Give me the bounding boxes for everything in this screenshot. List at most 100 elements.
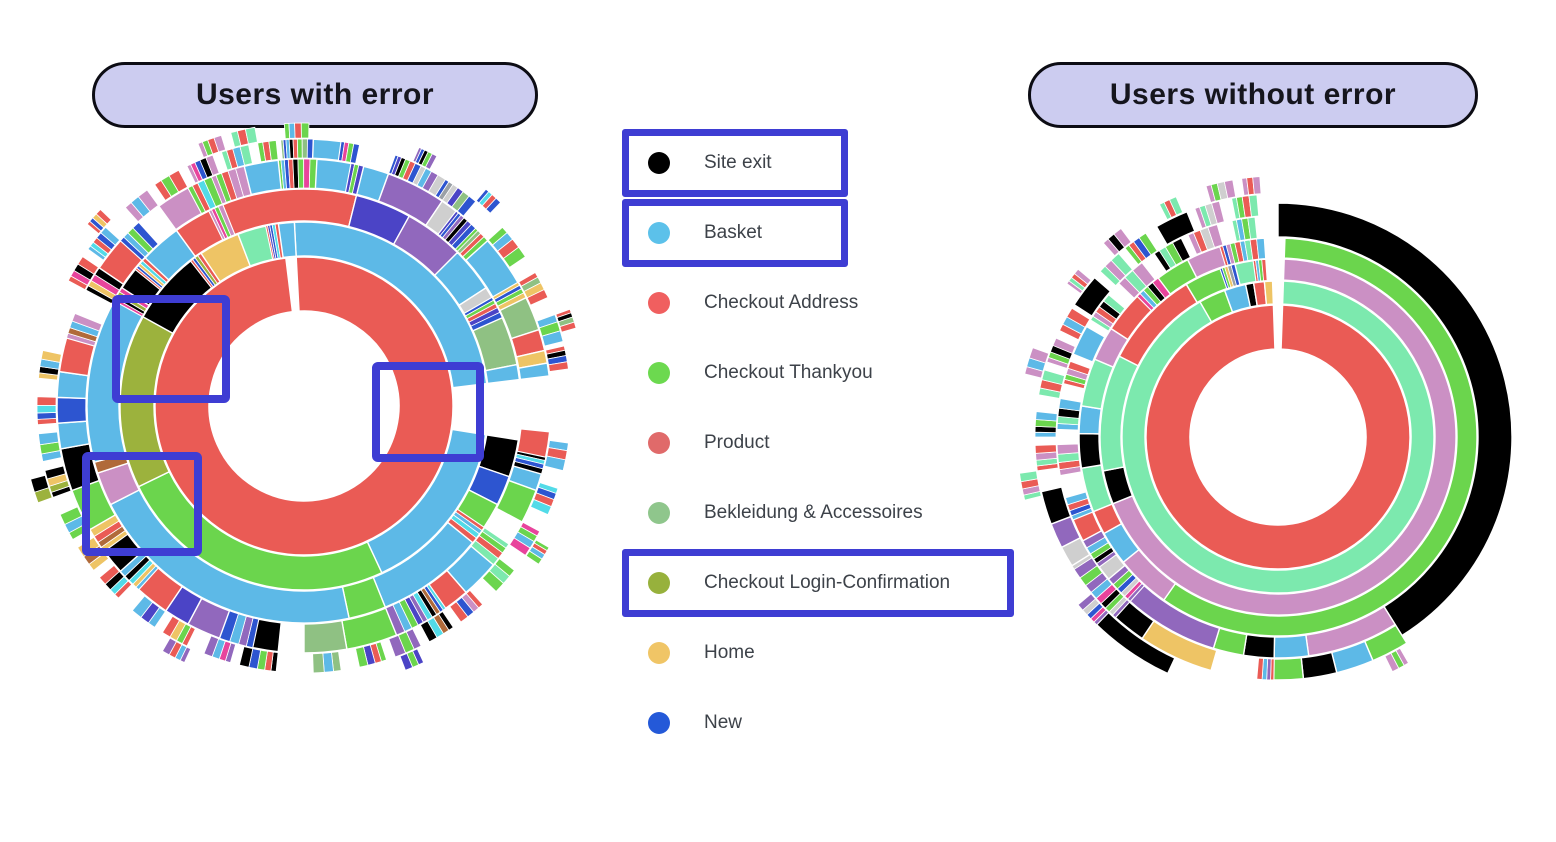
- users-without-error-segment[interactable]: [1019, 470, 1039, 483]
- users-without-error-segment[interactable]: [1072, 325, 1106, 363]
- users-with-error-segment[interactable]: [517, 362, 550, 381]
- legend-item-bekleidung-accessoires[interactable]: Bekleidung & Accessoires: [622, 478, 1042, 548]
- users-without-error-segment[interactable]: [1121, 280, 1435, 594]
- users-without-error-segment[interactable]: [1207, 224, 1224, 248]
- users-with-error-segment[interactable]: [30, 474, 50, 493]
- users-without-error-segment[interactable]: [1058, 398, 1082, 412]
- users-with-error-segment[interactable]: [301, 138, 308, 159]
- users-with-error-segment[interactable]: [424, 153, 438, 170]
- users-without-error-segment[interactable]: [1110, 253, 1133, 277]
- users-with-error-segment[interactable]: [288, 122, 296, 139]
- users-without-error-segment[interactable]: [1052, 337, 1076, 354]
- users-without-error-segment[interactable]: [1168, 196, 1184, 216]
- users-with-error-segment[interactable]: [484, 363, 521, 385]
- users-without-error-segment[interactable]: [1256, 657, 1264, 680]
- sunburst-users-without-error[interactable]: [1013, 172, 1543, 702]
- users-with-error-segment[interactable]: [244, 126, 258, 145]
- users-with-error-segment[interactable]: [137, 189, 159, 213]
- users-without-error-segment[interactable]: [1035, 411, 1058, 422]
- users-with-error-segment[interactable]: [502, 246, 526, 268]
- legend-item-checkout-address[interactable]: Checkout Address: [622, 268, 1042, 338]
- users-with-error-segment[interactable]: [168, 169, 189, 193]
- users-without-error-segment[interactable]: [1247, 216, 1258, 240]
- users-with-error-segment[interactable]: [38, 431, 60, 446]
- users-with-error-segment[interactable]: [296, 138, 303, 159]
- users-without-error-segment[interactable]: [1248, 194, 1260, 218]
- users-with-error-segment[interactable]: [311, 138, 342, 162]
- users-with-error-segment[interactable]: [203, 635, 220, 658]
- legend-item-home[interactable]: Home: [622, 618, 1042, 688]
- users-with-error-segment[interactable]: [205, 154, 220, 176]
- users-without-error-segment[interactable]: [1066, 307, 1091, 328]
- users-without-error-segment[interactable]: [1073, 276, 1112, 318]
- users-with-error-segment[interactable]: [243, 159, 282, 196]
- users-without-error-segment[interactable]: [1103, 294, 1126, 315]
- users-without-error-segment[interactable]: [1040, 486, 1072, 525]
- users-with-error-segment[interactable]: [71, 312, 103, 332]
- users-with-error-segment[interactable]: [456, 195, 477, 217]
- users-with-error-segment[interactable]: [268, 140, 279, 161]
- users-with-error-segment[interactable]: [314, 158, 352, 193]
- users-with-error-segment[interactable]: [59, 506, 83, 526]
- users-without-error-segment[interactable]: [1242, 633, 1276, 659]
- users-without-error-segment[interactable]: [1113, 228, 1132, 248]
- legend-item-basket[interactable]: Basket: [622, 198, 1042, 268]
- users-with-error-segment[interactable]: [530, 498, 552, 516]
- users-with-error-segment[interactable]: [485, 197, 502, 214]
- users-with-error-segment[interactable]: [132, 221, 159, 250]
- users-without-error-segment[interactable]: [1065, 491, 1089, 506]
- users-with-error-segment[interactable]: [95, 208, 112, 225]
- users-with-error-segment[interactable]: [217, 204, 236, 237]
- users-with-error-segment[interactable]: [40, 350, 62, 363]
- users-without-error-segment[interactable]: [1145, 304, 1411, 570]
- users-with-error-segment[interactable]: [239, 144, 253, 166]
- users-without-error-segment[interactable]: [1077, 593, 1096, 611]
- legend-item-checkout-thankyou[interactable]: Checkout Thankyou: [622, 338, 1042, 408]
- legend-item-new[interactable]: New: [622, 688, 1042, 758]
- legend-item-checkout-login-confirmation[interactable]: Checkout Login-Confirmation: [622, 548, 1042, 618]
- users-without-error-segment[interactable]: [1261, 259, 1268, 282]
- users-without-error-segment[interactable]: [1256, 238, 1266, 260]
- users-with-error-segment[interactable]: [98, 564, 120, 585]
- users-without-error-segment[interactable]: [1155, 210, 1196, 246]
- users-with-error-segment[interactable]: [525, 550, 543, 565]
- users-with-error-segment[interactable]: [100, 226, 121, 246]
- users-with-error-segment[interactable]: [495, 479, 537, 523]
- users-without-error-segment[interactable]: [1078, 432, 1103, 469]
- users-with-error-segment[interactable]: [388, 634, 407, 658]
- users-without-error-segment[interactable]: [1211, 200, 1225, 224]
- users-with-error-segment[interactable]: [56, 420, 91, 450]
- users-with-error-segment[interactable]: [36, 396, 57, 406]
- users-with-error-segment[interactable]: [293, 221, 488, 389]
- users-with-error-segment[interactable]: [509, 537, 531, 556]
- users-with-error-segment[interactable]: [312, 652, 325, 674]
- users-with-error-segment[interactable]: [419, 620, 438, 643]
- users-with-error-segment[interactable]: [399, 652, 414, 671]
- users-without-error-segment[interactable]: [1028, 347, 1050, 364]
- users-with-error-segment[interactable]: [559, 321, 577, 333]
- legend-item-product[interactable]: Product: [622, 408, 1042, 478]
- users-without-error-segment[interactable]: [1273, 657, 1305, 681]
- users-without-error-segment[interactable]: [1041, 369, 1066, 386]
- users-with-error-segment[interactable]: [36, 412, 57, 420]
- users-without-error-segment[interactable]: [1252, 176, 1262, 195]
- users-with-error-segment[interactable]: [77, 256, 99, 275]
- users-with-error-segment[interactable]: [161, 615, 181, 638]
- users-without-error-segment[interactable]: [1073, 268, 1092, 285]
- users-without-error-segment[interactable]: [1263, 280, 1275, 306]
- users-with-error-segment[interactable]: [303, 619, 348, 654]
- users-without-error-segment[interactable]: [1172, 237, 1191, 262]
- sunburst-users-with-error[interactable]: [17, 119, 591, 693]
- users-with-error-segment[interactable]: [277, 221, 297, 259]
- users-without-error-segment[interactable]: [1056, 443, 1080, 455]
- users-with-error-segment[interactable]: [541, 330, 564, 347]
- users-with-error-segment[interactable]: [56, 396, 88, 424]
- users-with-error-segment[interactable]: [481, 570, 505, 593]
- users-with-error-segment[interactable]: [300, 122, 310, 139]
- users-with-error-segment[interactable]: [297, 158, 305, 189]
- users-with-error-segment[interactable]: [548, 361, 569, 372]
- users-with-error-segment[interactable]: [213, 134, 227, 153]
- legend-item-site-exit[interactable]: Site exit: [622, 128, 1042, 198]
- users-without-error-segment[interactable]: [1223, 179, 1237, 199]
- users-with-error-segment[interactable]: [154, 256, 454, 556]
